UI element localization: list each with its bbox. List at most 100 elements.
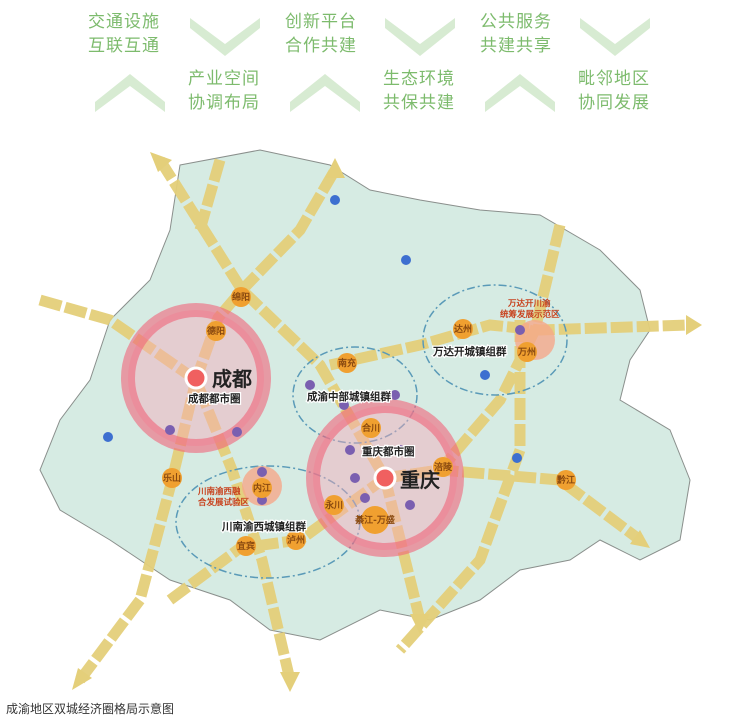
city-node [361,506,389,534]
city-label: 綦江-万盛 [354,514,395,526]
arrow-icon [72,668,92,690]
slogan-line: 公共服务 [480,12,552,32]
satellite-city-dot [350,473,360,483]
label-chongqing: 重庆 [400,468,440,492]
chengdu-marker [184,366,208,390]
arrow-icon [410,614,430,634]
city-label: 万州 [517,347,536,358]
slogan-line: 创新平台 [285,12,357,32]
city-node [206,321,226,341]
satellite-city-dot [339,400,349,410]
corridor [155,157,426,622]
corridor [328,319,691,371]
slogan-line: 协同发展 [578,93,650,113]
label-wandakai-zone: 统筹发展示范区 [500,309,560,320]
satellite-city-dot [345,445,355,455]
corridor [38,294,200,385]
label-chengdu-metro: 成都都市圈 [188,392,241,405]
label-central-group: 成渝中部城镇组群 [307,390,391,403]
chevron-up-icon [95,74,165,112]
arrow-icon [630,530,650,548]
slogan-line: 共保共建 [383,93,455,113]
city-dot [480,370,490,380]
city-label: 泸州 [287,534,305,546]
label-chongqing-metro: 重庆都市圈 [362,445,415,458]
label-chuannan-zone: 川南渝西融 [197,486,241,497]
label-wandakai-zone: 万达开川渝 [507,298,551,309]
group-boundary-central [292,346,418,444]
city-node [286,530,306,550]
chevron-up-icon [290,74,360,112]
corridor [194,158,226,232]
corridor [75,378,202,684]
slogan-line: 互联互通 [88,36,160,56]
label-chengdu: 成都 [212,367,252,391]
satellite-city-dot [257,467,267,477]
satellite-city-dot [232,427,242,437]
chevron-down-icon [190,18,260,56]
satellite-city-dot [305,380,315,390]
city-node [231,287,251,307]
slogan-industry: 产业空间协调布局 [188,67,260,115]
city-node [324,495,344,515]
satellite-nodes [103,195,525,510]
chevron-down-icon [385,18,455,56]
city-node [361,418,381,438]
slogan-line: 交通设施 [88,12,160,32]
arrowheads [72,152,702,692]
city-label: 黔江 [556,474,575,486]
group-boundary-wandakai [422,284,568,396]
slogan-line: 产业空间 [188,69,260,89]
satellite-city-dot [515,325,525,335]
label-southwest-group: 川南渝西城镇组群 [221,520,306,533]
city-label: 德阳 [207,325,225,337]
group-boundary-southwest [175,465,361,579]
city-label: 绵阳 [232,291,250,303]
satellite-city-dot [165,425,175,435]
city-label: 永川 [324,499,343,511]
city-label: 内江 [253,482,271,494]
city-label: 达州 [454,323,472,335]
satellite-city-dot [360,493,370,503]
city-label: 宜宾 [237,540,255,552]
arrow-icon [280,672,300,692]
chevron-up-icon [485,74,555,112]
label-chuannan-zone: 合发展试验区 [197,497,250,508]
city-label: 合川 [362,422,380,434]
slogan-adjacent: 毗邻地区协同发展 [578,67,650,115]
chevron-down-icon [580,18,650,56]
corridor [395,320,526,654]
slogan-ecology: 生态环境共保共建 [383,67,455,115]
city-node [337,353,357,373]
slogan-line: 协调布局 [188,93,260,113]
city-dot [512,453,522,463]
arrow-icon [686,315,702,335]
corridors [38,157,691,684]
slogan-innovation: 创新平台合作共建 [285,10,357,58]
satellite-city-dot [405,500,415,510]
slogan-transport: 交通设施互联互通 [88,10,160,58]
city-node [252,478,272,498]
label-wandakai-group: 万达开城镇组群 [432,345,507,358]
city-node [236,536,256,556]
city-dot [401,255,411,265]
city-node [556,470,576,490]
city-node [453,319,473,339]
arrow-icon [325,158,345,178]
city-node [433,457,453,477]
figure-caption: 成渝地区双城经济圈格局示意图 [6,702,175,716]
city-node [162,468,182,488]
slogan-line: 共建共享 [480,36,552,56]
slogan-line: 生态环境 [383,69,455,89]
satellite-city-dot [390,390,400,400]
city-dot [330,195,340,205]
city-label: 南充 [338,357,356,369]
region-outline [39,149,691,641]
slogan-public-service: 公共服务共建共享 [480,10,552,58]
corridor [384,464,644,545]
chongqing-marker [373,466,397,490]
slogan-line: 合作共建 [285,36,357,56]
